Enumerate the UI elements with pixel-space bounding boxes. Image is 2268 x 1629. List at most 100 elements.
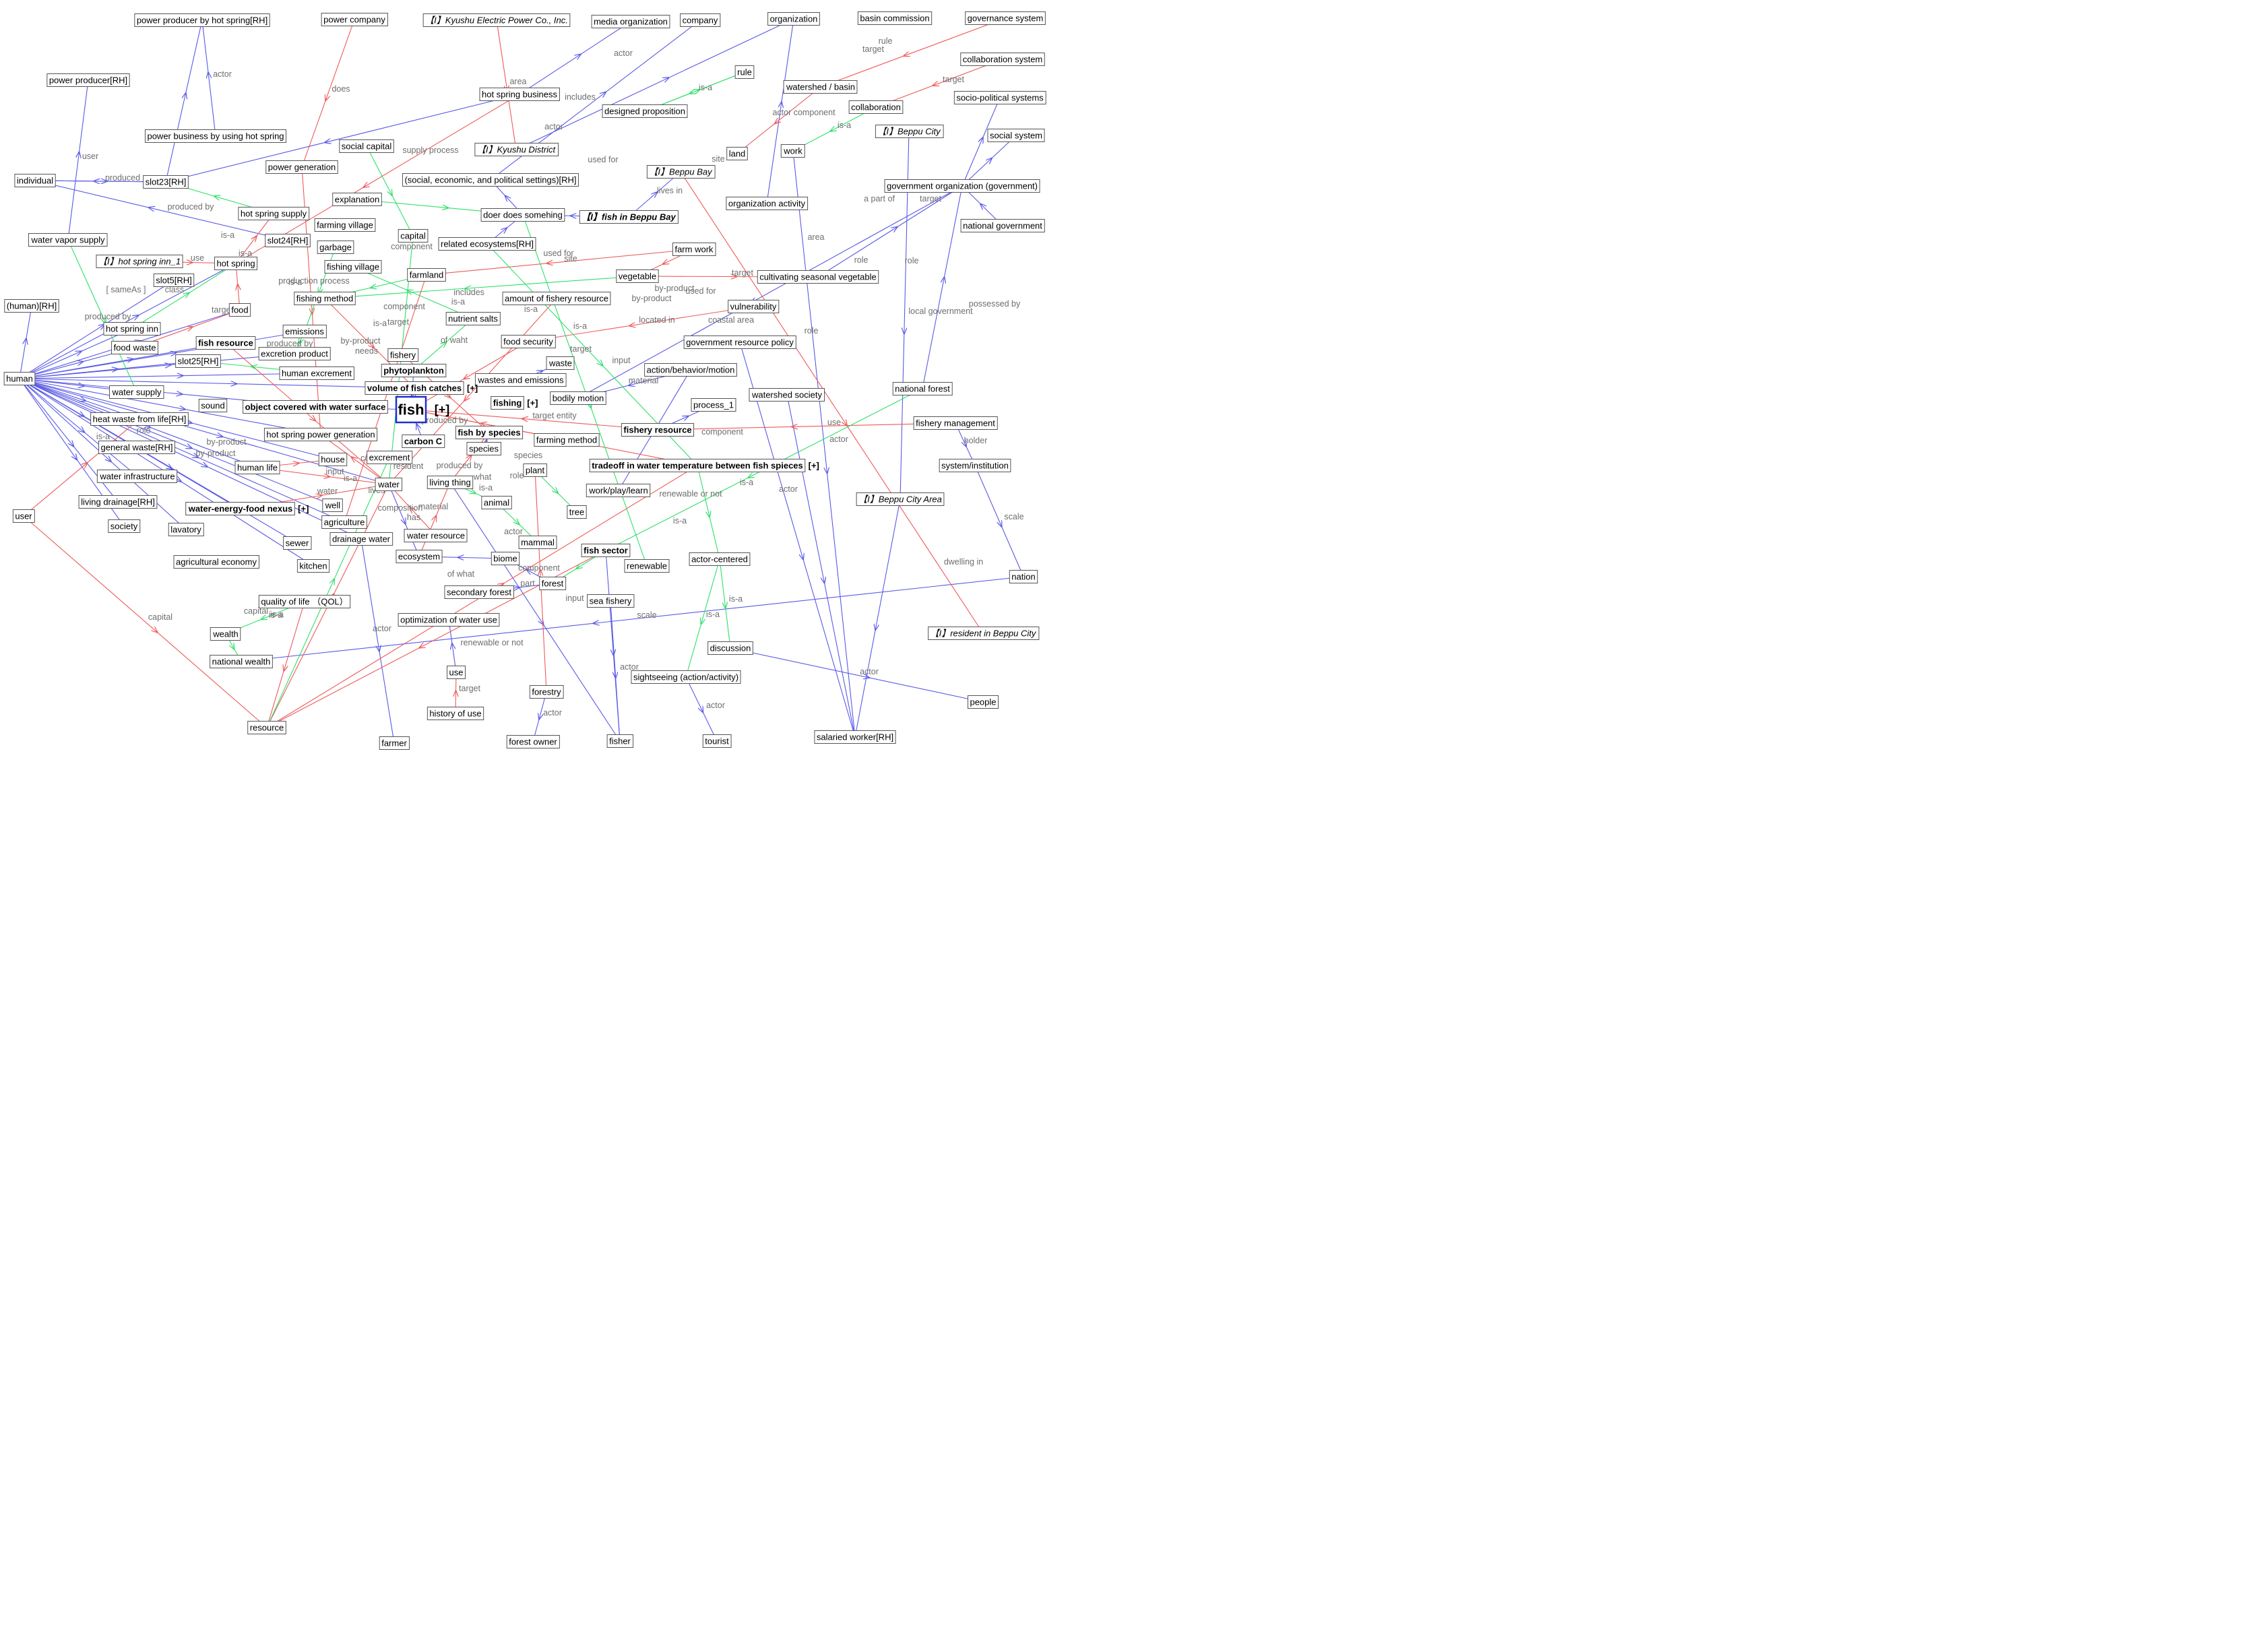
concept-node[interactable]: nation (1009, 570, 1038, 583)
concept-node[interactable]: organization activity (726, 197, 809, 210)
concept-node[interactable]: lavatory (168, 523, 204, 536)
concept-node[interactable]: fishing[+] (491, 396, 538, 410)
concept-node[interactable]: power business by using hot spring (144, 129, 287, 143)
concept-node[interactable]: fish resource (195, 336, 256, 350)
concept-node[interactable]: national forest (892, 382, 953, 395)
concept-node[interactable]: basin commission (857, 11, 933, 25)
concept-node[interactable]: 【I】Beppu Bay (646, 165, 716, 179)
concept-node[interactable]: sea fishery (587, 594, 635, 608)
concept-node[interactable]: doer does somehing (480, 208, 565, 222)
concept-node[interactable]: food (228, 303, 251, 317)
concept-node[interactable]: socio-political systems (953, 91, 1046, 104)
concept-node[interactable]: slot24[RH] (265, 234, 311, 247)
concept-node[interactable]: 【I】fish in Beppu Bay (579, 210, 679, 224)
concept-node[interactable]: sewer (283, 536, 312, 550)
concept-node[interactable]: farming method (534, 433, 600, 447)
concept-node[interactable]: mammal (518, 536, 557, 549)
concept-node[interactable]: excrement (367, 451, 413, 464)
concept-node[interactable]: hot spring supply (238, 207, 310, 220)
concept-node[interactable]: sound (198, 399, 228, 412)
concept-node[interactable]: 【I】Kyushu Electric Power Co., Inc. (422, 13, 571, 27)
concept-node[interactable]: government organization (government) (884, 179, 1040, 193)
concept-node[interactable]: social system (987, 129, 1045, 142)
concept-node[interactable]: watershed society (749, 388, 825, 402)
concept-node[interactable]: water (375, 478, 403, 491)
concept-node[interactable]: process_1 (691, 398, 736, 412)
concept-node[interactable]: national government (960, 219, 1045, 232)
concept-node[interactable]: food waste (111, 341, 158, 354)
concept-node[interactable]: slot23[RH] (143, 175, 189, 189)
concept-node[interactable]: organization (767, 12, 820, 26)
concept-node[interactable]: slot5[RH] (153, 274, 195, 287)
concept-node[interactable]: (human)[RH] (4, 299, 59, 313)
concept-node[interactable]: waste (546, 356, 575, 370)
concept-node[interactable]: biome (491, 552, 520, 565)
concept-node[interactable]: hot spring (214, 257, 258, 270)
concept-node[interactable]: animal (481, 496, 512, 509)
concept-node[interactable]: vulnerability (728, 300, 780, 313)
concept-node[interactable]: power generation (265, 160, 338, 174)
concept-node[interactable]: slot25[RH] (175, 354, 221, 368)
concept-node[interactable]: people (967, 695, 999, 709)
concept-node[interactable]: capital (398, 229, 429, 243)
concept-node[interactable]: excretion product (258, 347, 331, 360)
concept-node[interactable]: government resource policy (683, 336, 796, 349)
concept-node[interactable]: fishery resource (621, 423, 695, 437)
concept-node[interactable]: work (780, 144, 805, 158)
concept-node[interactable]: collaboration system (960, 53, 1045, 66)
concept-node[interactable]: water-energy-food nexus[+] (185, 502, 309, 515)
concept-node[interactable]: power producer[RH] (46, 73, 130, 87)
expand-marker[interactable]: [+] (298, 504, 309, 514)
expand-marker[interactable]: [+] (435, 403, 450, 416)
concept-node[interactable]: hot spring power generation (263, 428, 378, 441)
concept-node[interactable]: rule (734, 65, 755, 79)
expand-marker[interactable]: [+] (809, 461, 819, 471)
concept-node[interactable]: actor-centered (689, 552, 751, 566)
concept-node[interactable]: hot spring business (479, 88, 561, 101)
expand-marker[interactable]: [+] (527, 398, 538, 408)
concept-node[interactable]: governance system (965, 11, 1046, 25)
concept-node[interactable]: human (3, 372, 36, 385)
concept-node[interactable]: work/play/learn (586, 484, 651, 497)
concept-node[interactable]: explanation (332, 193, 382, 206)
concept-node[interactable]: system/institution (939, 459, 1011, 472)
concept-node[interactable]: designed proposition (602, 104, 688, 118)
concept-node[interactable]: fish by species (455, 426, 524, 439)
center-node-fish[interactable]: fish[+] (395, 395, 450, 424)
concept-node[interactable]: fish sector (581, 544, 631, 557)
concept-node[interactable]: tradeoff in water temperature between fi… (589, 459, 819, 472)
concept-node[interactable]: 【I】Beppu City Area (856, 492, 945, 506)
concept-node[interactable]: salaried worker[RH] (814, 730, 896, 744)
concept-node[interactable]: sightseeing (action/activity) (631, 670, 741, 684)
concept-node[interactable]: kitchen (296, 559, 330, 573)
concept-node[interactable]: wastes and emissions (474, 373, 567, 387)
concept-node[interactable]: collaboration (848, 100, 904, 114)
concept-node[interactable]: related ecosystems[RH] (438, 237, 536, 251)
concept-node[interactable]: 【I】hot spring inn_1 (96, 255, 183, 268)
concept-node[interactable]: cultivating seasonal vegetable (757, 270, 879, 284)
concept-node[interactable]: fishery management (913, 416, 998, 430)
concept-node[interactable]: living thing (427, 476, 474, 489)
concept-node[interactable]: 【I】Beppu City (875, 125, 944, 138)
concept-node[interactable]: well (322, 499, 343, 512)
concept-node[interactable]: human excrement (279, 366, 354, 380)
concept-node[interactable]: fishing village (324, 260, 382, 274)
concept-node[interactable]: water resource (404, 529, 468, 542)
concept-node[interactable]: living drainage[RH] (78, 495, 158, 509)
concept-node[interactable]: nutrient salts (445, 312, 501, 325)
concept-node[interactable]: object covered with water surface (243, 400, 388, 414)
concept-node[interactable]: human life (234, 461, 280, 474)
concept-node[interactable]: social capital (339, 139, 394, 153)
concept-node[interactable]: carbon C (402, 435, 445, 448)
concept-node[interactable]: water infrastructure (96, 470, 178, 483)
concept-node[interactable]: plant (523, 464, 547, 477)
concept-node[interactable]: land (726, 147, 748, 160)
concept-node[interactable]: agricultural economy (173, 555, 259, 569)
concept-node[interactable]: general waste[RH] (98, 441, 175, 454)
concept-node[interactable]: fishery (387, 348, 419, 362)
concept-node[interactable]: farming village (314, 218, 376, 232)
concept-node[interactable]: garbage (317, 241, 354, 254)
concept-node[interactable]: society (108, 519, 141, 533)
concept-node[interactable]: action/behavior/motion (644, 363, 737, 377)
concept-node[interactable]: user (12, 509, 35, 523)
